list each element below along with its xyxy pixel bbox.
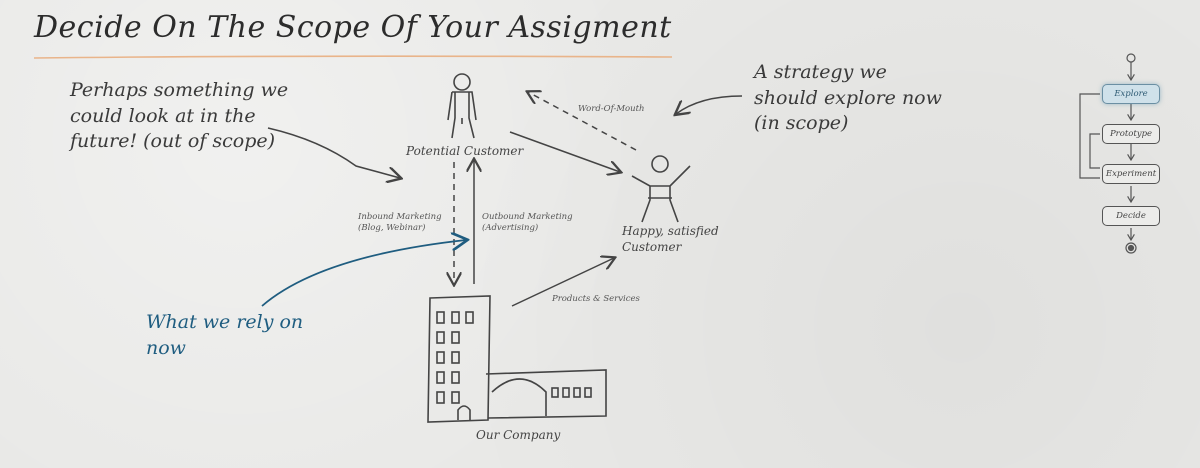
rely-pointer-arrow <box>261 240 466 307</box>
company-building <box>427 295 607 423</box>
outbound-marketing-label: Outbound Marketing (Advertising) <box>482 212 573 234</box>
happy-customer-label: Happy, satisfied Customer <box>622 224 719 254</box>
workflow-step-experiment[interactable]: Experiment <box>1102 164 1160 184</box>
workflow-connectors <box>1079 53 1137 254</box>
page-title: Decide On The Scope Of Your Assigment <box>34 10 672 45</box>
workflow-step-prototype[interactable]: Prototype <box>1102 124 1160 144</box>
workflow-start-icon <box>1126 53 1136 63</box>
products-services-label: Products & Services <box>552 294 640 304</box>
title-underline <box>33 55 673 59</box>
products-arrow <box>511 258 614 307</box>
word-of-mouth-label: Word-Of-Mouth <box>578 104 645 114</box>
potential-to-happy-arrow <box>509 131 620 172</box>
in-scope-note: A strategy we should explore now (in sco… <box>754 61 942 135</box>
workflow-step-explore[interactable]: Explore <box>1102 84 1160 104</box>
current-reliance-note: What we rely on now <box>146 311 304 359</box>
workflow-step-decide[interactable]: Decide <box>1102 206 1160 226</box>
happy-customer-figure <box>631 155 691 223</box>
inbound-marketing-label: Inbound Marketing (Blog, Webinar) <box>358 212 442 234</box>
our-company-label: Our Company <box>476 428 561 442</box>
word-of-mouth-arrow <box>528 92 637 151</box>
future-pointer-arrow <box>267 127 400 178</box>
out-of-scope-note: Perhaps something we could look at in th… <box>70 79 289 153</box>
potential-customer-figure <box>447 73 477 139</box>
workflow-end-icon <box>1125 242 1137 254</box>
explore-pointer-arrow <box>676 95 743 114</box>
potential-customer-label: Potential Customer <box>406 144 524 158</box>
